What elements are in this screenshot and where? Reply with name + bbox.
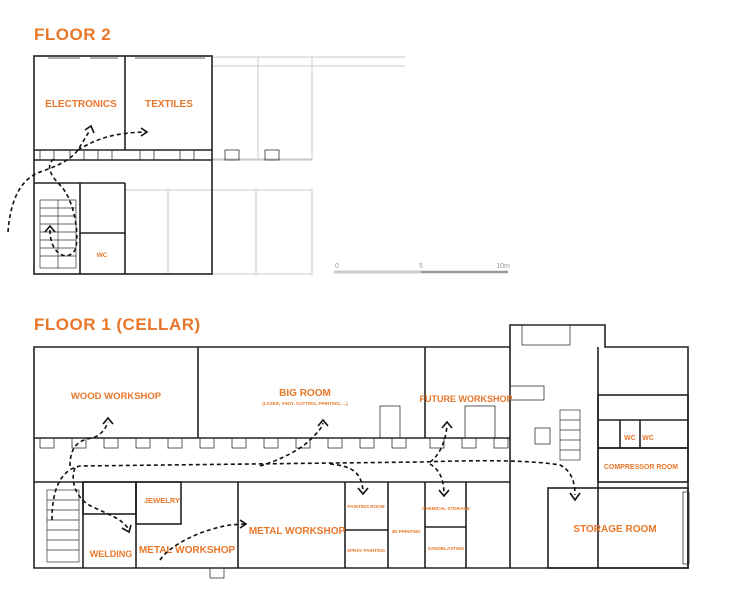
room-label-jewelry: JEWELRY bbox=[144, 496, 180, 505]
scale-label-10: 10m bbox=[496, 263, 510, 270]
scale-label-5: 5 bbox=[419, 263, 423, 270]
room-label-wc-right: WC bbox=[642, 435, 654, 442]
room-label-welding: WELDING bbox=[90, 549, 133, 559]
room-label-painting-room: PAINTING ROOM bbox=[347, 504, 384, 509]
room-label-wc-floor2: WC bbox=[97, 252, 108, 259]
room-label-big-room: BIG ROOM bbox=[279, 388, 331, 399]
floor2-ghost-lower bbox=[124, 189, 313, 275]
room-label-chemical-storage: CHEMICAL STORAGE bbox=[422, 506, 470, 511]
room-label-textiles: TEXTILES bbox=[145, 99, 193, 110]
room-label-metal-workshop-right: METAL WORKSHOP bbox=[249, 526, 346, 537]
room-label-future-workshop: FUTURE WORKSHOP bbox=[420, 394, 513, 404]
floor1-route-arrows bbox=[51, 416, 581, 561]
room-label-metal-workshop-left: METAL WORKSHOP bbox=[139, 545, 236, 556]
floor2-heading: FLOOR 2 bbox=[34, 25, 111, 44]
scale-bar: 0 5 10m bbox=[334, 263, 510, 274]
room-label-big-room-note: (LASER, VINYL CUTTING, PRINTING, ...) bbox=[262, 401, 348, 406]
room-label-spray-painting: SPRAY PAINTING bbox=[347, 548, 386, 553]
room-label-sandblasting: SANDBLASTING bbox=[428, 546, 465, 551]
room-label-3d-printing: 3D PRINTING bbox=[391, 529, 421, 534]
floor2-route-arrows bbox=[7, 124, 149, 257]
room-label-compressor-room: COMPRESSOR ROOM bbox=[604, 464, 678, 471]
floor1-plan bbox=[33, 324, 690, 579]
floor1-heading: FLOOR 1 (CELLAR) bbox=[34, 315, 201, 334]
floor2-ghost-upper bbox=[211, 56, 313, 160]
room-label-wc-left: WC bbox=[624, 435, 636, 442]
room-label-storage-room: STORAGE ROOM bbox=[573, 524, 656, 535]
room-label-wood-workshop: WOOD WORKSHOP bbox=[71, 391, 162, 402]
scale-label-0: 0 bbox=[335, 263, 339, 270]
room-label-electronics: ELECTRONICS bbox=[45, 99, 117, 110]
floor2-plan bbox=[33, 55, 405, 275]
